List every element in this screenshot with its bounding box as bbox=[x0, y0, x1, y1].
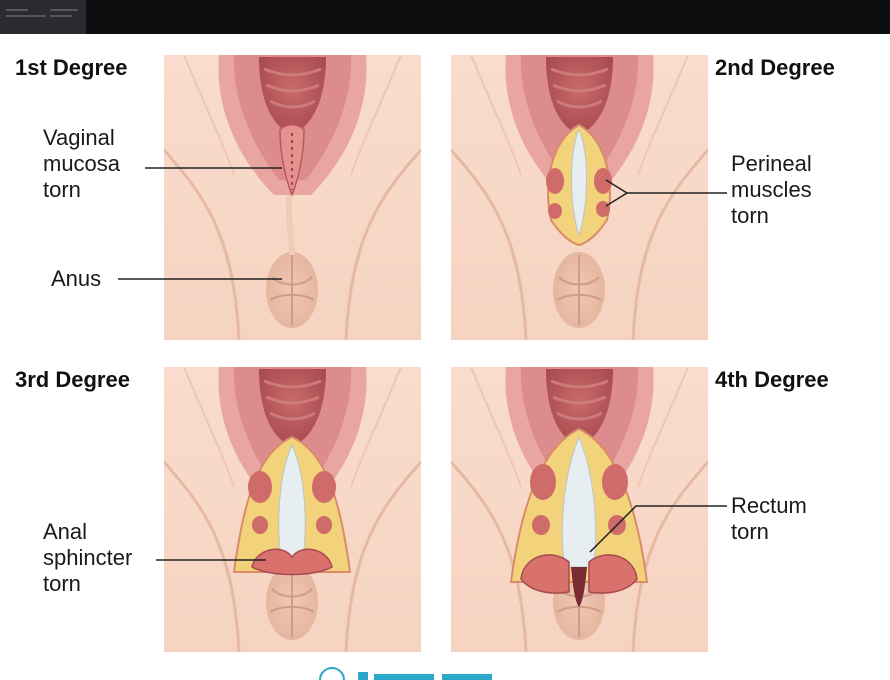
title-1st-degree: 1st Degree bbox=[15, 55, 128, 80]
title-2nd-degree: 2nd Degree bbox=[715, 55, 835, 80]
label-anal-sphincter-torn: Anal sphincter torn bbox=[43, 519, 133, 596]
panel-1st-degree bbox=[162, 53, 423, 342]
label-perineal-muscles-torn: Perineal muscles torn bbox=[731, 151, 812, 228]
label-vaginal-mucosa-torn: Vaginal mucosa torn bbox=[43, 125, 121, 202]
thumbnail[interactable] bbox=[0, 0, 86, 34]
label-rectum-torn: Rectum torn bbox=[731, 493, 807, 544]
watermark-logo bbox=[319, 667, 492, 680]
panel-2nd-degree bbox=[449, 53, 710, 342]
title-3rd-degree: 3rd Degree bbox=[15, 367, 130, 392]
leader-perineal-muscles bbox=[605, 179, 727, 194]
anatomy-illustration-4th bbox=[449, 365, 710, 654]
circle-logo-icon bbox=[319, 667, 345, 680]
anatomy-illustration-2nd bbox=[449, 53, 710, 342]
anatomy-illustration-1st bbox=[162, 53, 423, 342]
anatomy-illustration-3rd bbox=[162, 365, 423, 654]
leader-rectum bbox=[589, 505, 727, 553]
label-anus: Anus bbox=[51, 266, 102, 291]
top-bar bbox=[0, 0, 890, 34]
panel-3rd-degree bbox=[162, 365, 423, 654]
panel-4th-degree bbox=[449, 365, 710, 654]
title-4th-degree: 4th Degree bbox=[715, 367, 829, 392]
